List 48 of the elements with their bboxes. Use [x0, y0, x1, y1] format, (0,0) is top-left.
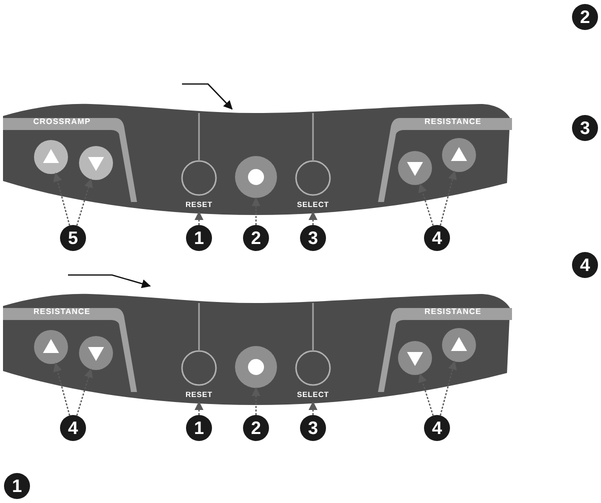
- leader-line: [440, 360, 457, 416]
- section-heading: RESISTANCE: [424, 307, 482, 316]
- leader-line: [76, 178, 93, 226]
- callout-number: 5: [60, 225, 86, 251]
- callout-number: 2: [243, 415, 269, 441]
- leader-line: [418, 183, 434, 226]
- leader-line: [76, 368, 93, 416]
- callout-number: 1: [186, 415, 212, 441]
- callout-number: 1: [186, 225, 212, 251]
- arrow-button: [398, 341, 432, 375]
- callout-number: 3: [572, 115, 598, 141]
- arrow-button: [442, 138, 476, 172]
- section-heading: CROSSRAMP: [32, 117, 92, 126]
- callout-number: 2: [243, 225, 269, 251]
- leader-line: [194, 401, 204, 415]
- callout-number: 1: [4, 473, 30, 499]
- button-group-panel: [378, 306, 512, 392]
- arrow-button: [79, 146, 113, 180]
- round-button: [235, 346, 277, 388]
- leader-line: [194, 211, 204, 225]
- button-group-panel: [3, 116, 137, 202]
- arrow-button: [442, 328, 476, 362]
- section-heading: RESISTANCE: [32, 307, 92, 316]
- round-button: [235, 156, 277, 198]
- leader-line: [308, 211, 318, 225]
- callout-number: 4: [424, 225, 450, 251]
- arrow-button: [34, 330, 68, 364]
- pointer-arrow: [68, 274, 151, 288]
- leader-line: [53, 362, 70, 416]
- leader-line: [252, 197, 260, 225]
- callout-number: 3: [300, 415, 326, 441]
- leader-line: [418, 373, 434, 416]
- pointer-arrow: [182, 83, 233, 110]
- arrow-button: [398, 151, 432, 185]
- section-heading: RESISTANCE: [424, 117, 482, 126]
- callout-number: 2: [572, 4, 598, 30]
- button-group-panel: [378, 116, 512, 202]
- arrow-button: [34, 140, 68, 174]
- callout-number: 4: [424, 415, 450, 441]
- callout-number: 3: [300, 225, 326, 251]
- callout-number: 4: [572, 252, 598, 278]
- leader-line: [308, 401, 318, 415]
- leader-line: [440, 170, 457, 226]
- button-group-panel: [3, 306, 137, 392]
- leader-line: [252, 387, 260, 415]
- arrow-button: [79, 336, 113, 370]
- leader-line: [53, 172, 70, 226]
- callout-number: 4: [60, 415, 86, 441]
